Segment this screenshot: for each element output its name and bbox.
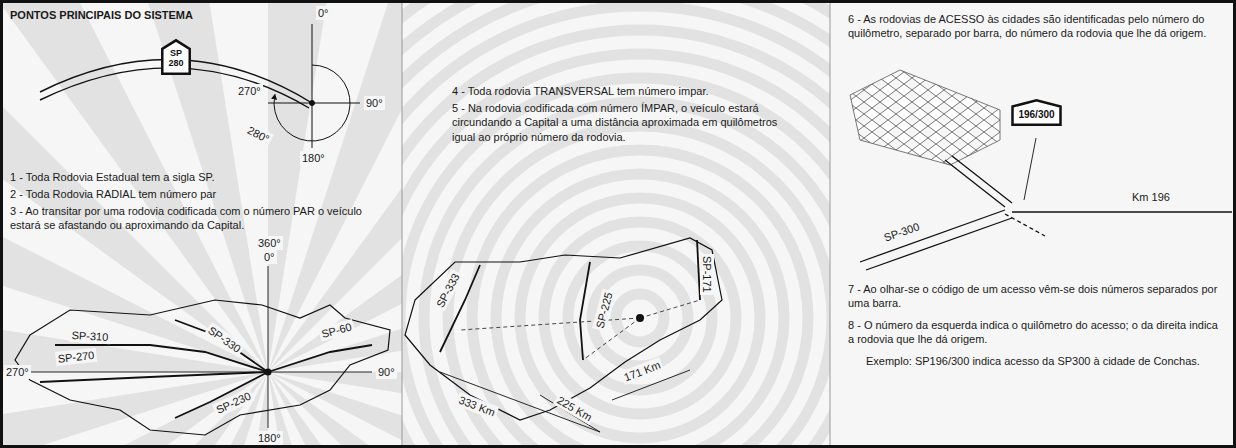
map-label: 0° [316,6,331,20]
axis-line [30,372,372,373]
map-label: 180° [256,431,283,445]
road-line [860,210,1005,262]
road-shield: SP 280 [162,40,190,74]
concentric-rings [402,0,830,448]
ring [568,246,712,390]
compass-axis [312,24,313,148]
map-axes [30,266,372,428]
ring [402,0,830,448]
map-label: SP-310 [69,328,110,344]
ring [616,294,664,342]
leader-line [1024,138,1036,200]
centre-dot [310,101,315,106]
capital-dot [265,369,272,376]
note-text: 8 - O número da esquerda indica o quilôm… [848,318,1218,347]
road-line [580,262,590,360]
ring [520,198,760,438]
city-grid [850,70,1000,165]
dashed-ray [583,318,640,360]
ring [496,174,784,448]
note-text: 5 - Na rodovia codificada com número ÍMP… [452,101,802,144]
dashed-ray [460,318,640,330]
map-label: SP-171 [700,254,714,295]
road-line [866,218,1012,270]
note-text: 2 - Toda Rodovia RADIAL tem número par [10,187,395,201]
map-label: 90° [364,96,385,110]
dimension-lines [440,370,690,432]
note-text: 4 - Toda rodovia TRANSVERSAL tem número … [452,84,802,98]
ring [402,0,830,448]
ring [402,54,830,448]
panel-heading: PONTOS PRINCIPAIS DO SISTEMA [10,8,193,22]
road-shield: 196/300 [1012,100,1061,125]
note-text: 7 - Ao olhar-se o código de um acesso vê… [848,282,1218,311]
note-text: 6 - As rodovias de ACESSO às cidades são… [848,12,1218,41]
road-line [175,320,268,372]
state-outline [405,238,722,420]
axis-line [268,266,269,428]
ring [402,0,830,448]
ring [402,0,830,448]
ring [402,0,830,448]
ring [402,0,830,448]
sunburst [0,0,402,448]
shield-shape [1012,100,1060,125]
map-label: 270° [4,365,31,379]
sunburst-ray [0,372,268,448]
map-label: 90° [376,365,397,379]
ring [402,0,830,448]
capital-dot [636,314,644,322]
dashed-ray [640,300,700,318]
radial-roads [40,320,372,418]
transversal-roads [440,240,700,360]
map-label: 270° [236,84,263,98]
map-label: 360° [256,236,283,250]
state-outline [15,300,390,435]
map-label: Km 196 [1130,190,1172,204]
sunburst-ray [268,0,402,372]
shield-number: 196/300 [1018,109,1054,120]
angle-arc [274,65,350,141]
distance-rays [460,300,700,360]
dashed-line [1005,214,1045,236]
ring [402,0,830,448]
road-line [175,372,268,418]
road-line [268,345,372,372]
ring [402,0,830,448]
sunburst-ray [268,0,402,372]
sunburst-ray [268,94,402,372]
road-line [1012,211,1232,212]
compass [268,24,360,148]
access-roads [860,138,1232,270]
ring [402,78,830,448]
ring [592,270,688,366]
shield-number: SP 280 [168,49,183,69]
ring [402,6,830,448]
panel-fold [402,0,403,448]
note-text: 3 - Ao transitar por uma rodovia codific… [10,204,390,233]
road-line [40,372,268,382]
map-label: 180° [300,151,327,165]
sunburst-ray [0,0,268,372]
dimension-line [440,372,600,432]
road-line [945,160,1005,207]
ring [402,0,830,448]
sunburst-ray [268,0,402,372]
ring [424,102,830,448]
panel-fold [830,0,831,448]
note-text: Exemplo: SP196/300 indica acesso da SP30… [866,354,1216,368]
shield-shape [162,40,189,73]
ring [402,30,830,448]
map-label: 0° [262,250,277,264]
ring [448,126,830,448]
note-text: 1 - Toda Rodovia Estadual tem a sigla SP… [10,170,395,184]
road-line [952,156,1012,203]
ring [544,222,736,414]
